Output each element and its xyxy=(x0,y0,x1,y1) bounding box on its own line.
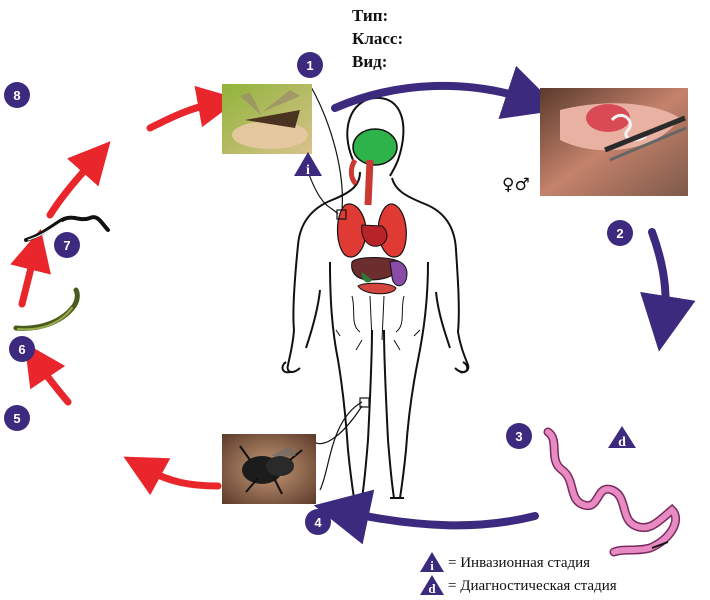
arrow-8-to-1 xyxy=(146,85,240,132)
arrow-4-to-5 xyxy=(123,456,222,496)
legend-infective-icon: i xyxy=(420,552,444,573)
stage-badges: 1 2 3 4 5 6 7 8 xyxy=(4,52,633,535)
right-leg-outline xyxy=(399,261,429,499)
right-lung xyxy=(377,203,407,258)
svg-text:8: 8 xyxy=(13,88,20,103)
arrow-1-to-2 xyxy=(331,65,561,119)
head-outline xyxy=(346,96,405,177)
svg-text:i: i xyxy=(306,163,310,178)
small-larva-worm xyxy=(24,215,110,242)
svg-text:6: 6 xyxy=(18,342,25,357)
photo-eye-worm xyxy=(540,88,688,196)
arrow-6-to-7 xyxy=(10,228,51,308)
svg-text:d: d xyxy=(618,435,626,450)
svg-text:2: 2 xyxy=(616,226,623,241)
legend-diagnostic-text: = Диагностическая стадия xyxy=(448,578,617,594)
kidney xyxy=(361,272,372,283)
sex-symbols: ♀♂ xyxy=(502,175,530,195)
species-label: Вид: xyxy=(352,52,388,71)
torso-right-outline xyxy=(391,177,470,373)
brain xyxy=(352,128,398,166)
svg-text:5: 5 xyxy=(13,411,20,426)
stage-badge-7: 7 xyxy=(54,232,80,258)
legend-infective-text: = Инвазионная стадия xyxy=(448,555,591,571)
left-leg-outline xyxy=(329,261,355,499)
heart xyxy=(361,224,388,247)
svg-text:4: 4 xyxy=(314,515,322,530)
svg-text:3: 3 xyxy=(515,429,522,444)
left-lung xyxy=(336,203,367,258)
torso-left-outline xyxy=(286,171,361,373)
stage-badge-4: 4 xyxy=(305,509,331,535)
trachea xyxy=(364,159,374,206)
intestine xyxy=(357,282,397,295)
class-label: Класс: xyxy=(352,29,404,48)
photo-fly-biting xyxy=(222,84,312,154)
cycle-arrows xyxy=(10,65,696,545)
legend-diagnostic-icon: d xyxy=(420,575,444,596)
diagnostic-stage-marker: d xyxy=(608,426,636,450)
stage-badge-1: 1 xyxy=(297,52,323,78)
svg-text:d: d xyxy=(428,581,436,596)
photo-fly-on-skin xyxy=(222,434,316,504)
svg-text:i: i xyxy=(430,558,434,573)
arrow-3-to-4 xyxy=(313,489,539,545)
svg-text:1: 1 xyxy=(306,58,313,73)
stage-badge-8: 8 xyxy=(4,82,30,108)
larva-worm xyxy=(13,287,80,331)
stage-badge-5: 5 xyxy=(4,405,30,431)
internal-organs xyxy=(335,128,421,351)
arrow-5-to-6 xyxy=(24,342,72,406)
human-body-figure xyxy=(281,96,470,499)
infective-stage-marker: i xyxy=(294,152,322,178)
connector-lines xyxy=(303,84,370,491)
arrow-7-to-8 xyxy=(46,141,111,219)
arrow-2-to-3 xyxy=(640,228,696,352)
stage-badge-6: 6 xyxy=(9,336,35,362)
microfilaria-worm xyxy=(543,427,681,557)
stage-badge-3: 3 xyxy=(506,423,532,449)
stage-badge-2: 2 xyxy=(607,220,633,246)
stomach xyxy=(389,260,408,287)
type-label: Тип: xyxy=(352,6,389,25)
svg-text:7: 7 xyxy=(63,238,70,253)
upper-body-marker xyxy=(336,209,347,220)
